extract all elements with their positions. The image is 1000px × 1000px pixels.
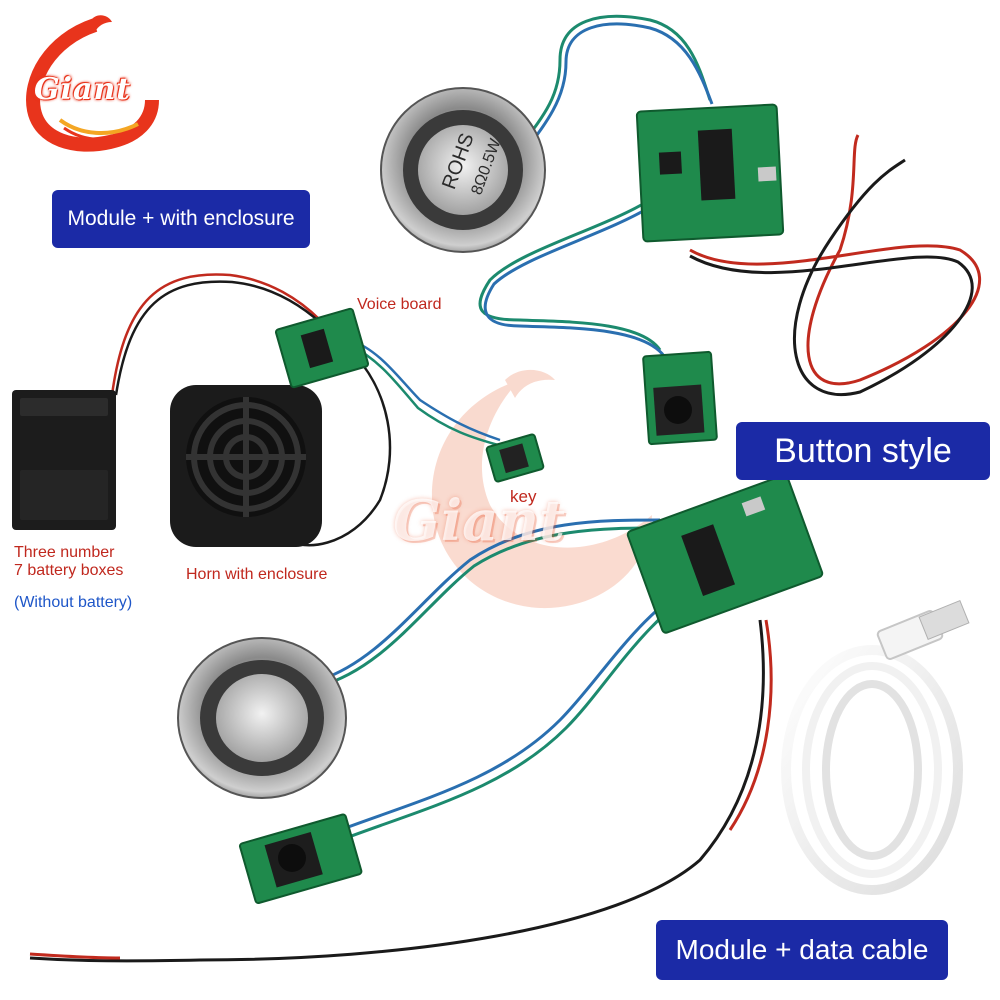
label-without-battery: (Without battery) (14, 594, 133, 611)
logo-emblem (26, 15, 159, 152)
badge-module-data-cable: Module + data cable (656, 920, 948, 980)
label-battery-line2: 7 battery boxes (14, 562, 124, 579)
button-style-kit (380, 14, 982, 446)
label-voice-board: Voice board (357, 296, 442, 313)
badge-module-enclosure: Module + with enclosure (52, 190, 310, 248)
label-key: key (510, 487, 537, 506)
badge-button-style: Button style (736, 422, 990, 480)
data-cable-kit (29, 474, 970, 963)
enclosure-kit (12, 273, 545, 547)
watermark-text: Giant (393, 488, 565, 554)
logo-text: Giant (34, 72, 132, 107)
label-battery-line1: Three number (14, 544, 115, 561)
label-horn-enclosure: Horn with enclosure (186, 566, 328, 583)
